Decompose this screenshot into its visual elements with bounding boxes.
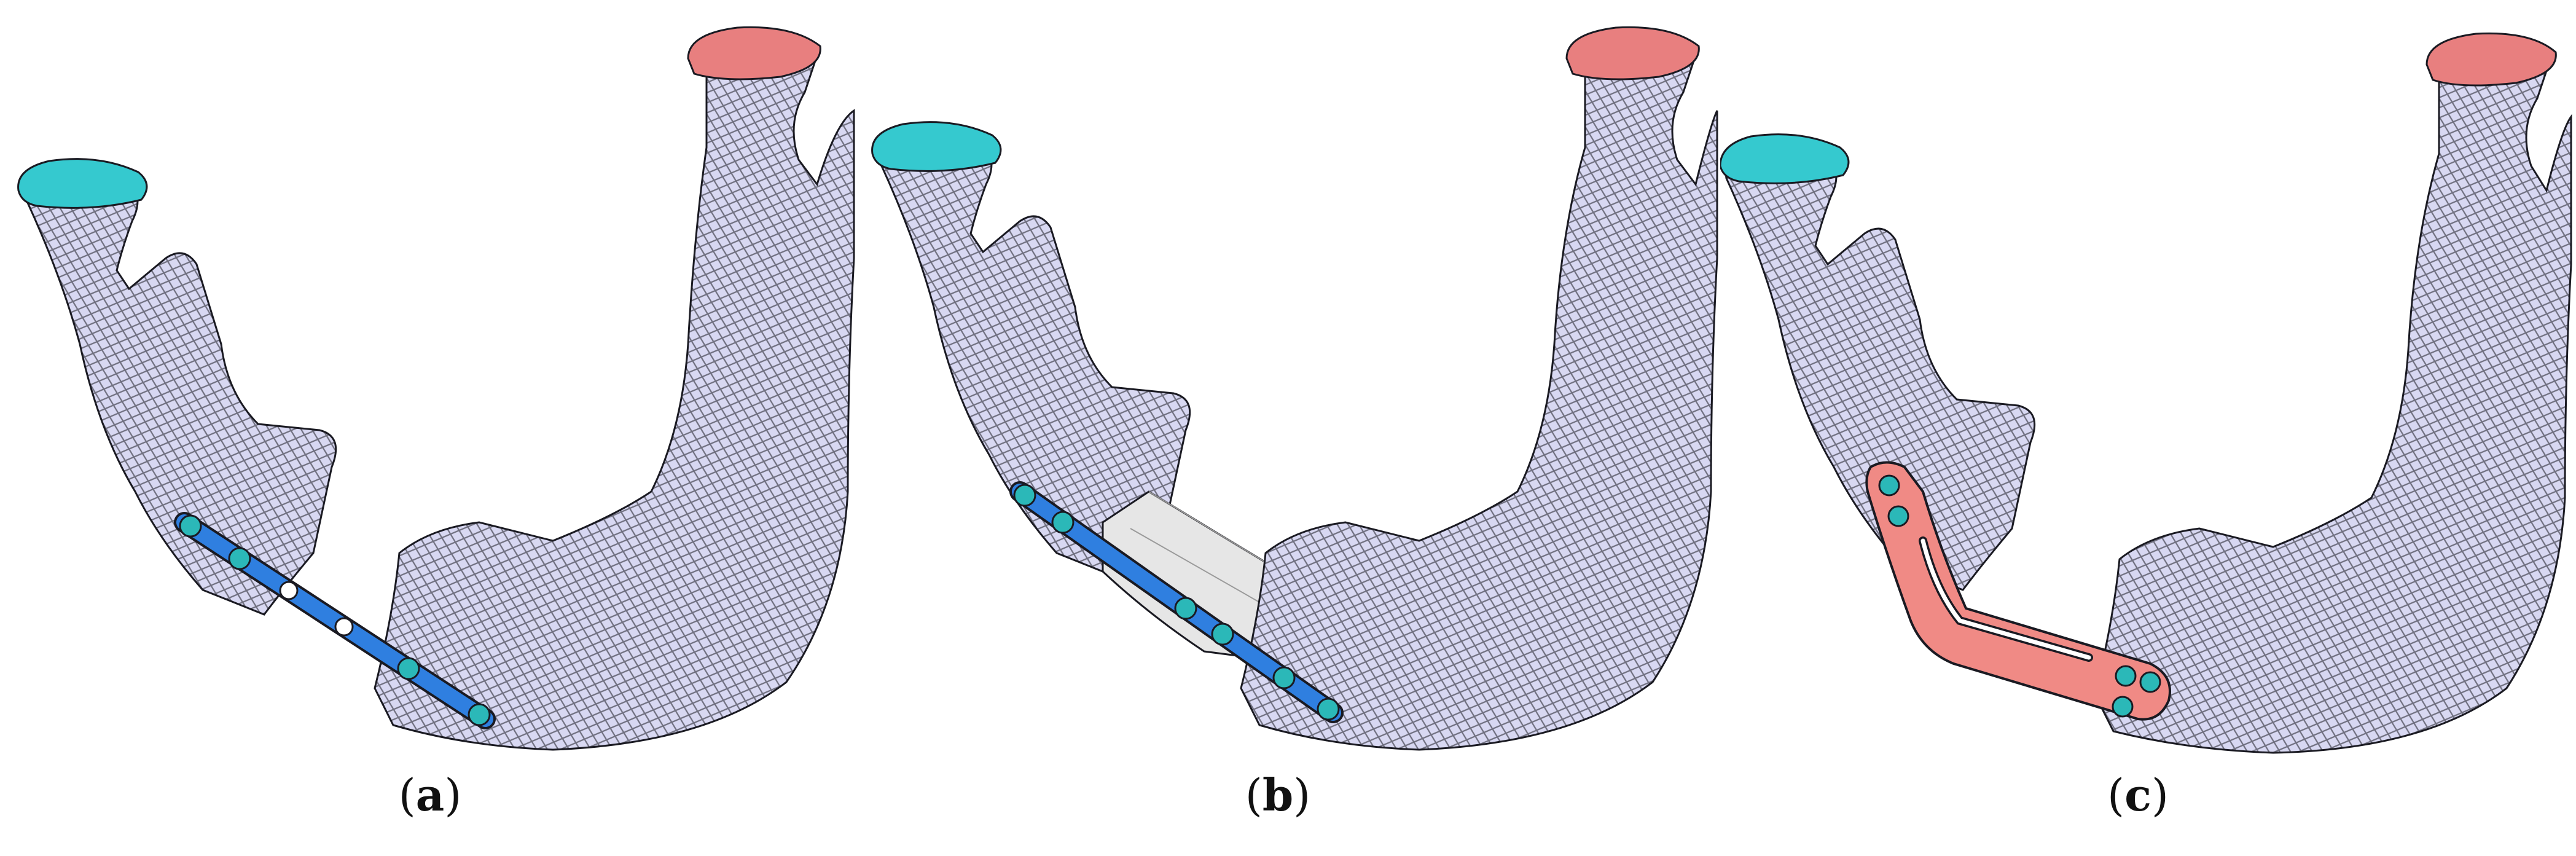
right-condyle xyxy=(687,26,821,80)
screw-icon xyxy=(468,703,491,726)
hole-icon xyxy=(334,617,354,637)
mandible-model-b xyxy=(871,26,1718,751)
miniplate xyxy=(174,512,496,729)
panel-a: (a) xyxy=(0,0,860,856)
screw-icon xyxy=(397,657,420,680)
right-condyle xyxy=(1565,26,1700,80)
mandible-model-a xyxy=(17,26,855,751)
left-condyle xyxy=(17,158,148,209)
caption-b: (b) xyxy=(1245,769,1311,821)
screw-icon xyxy=(1013,484,1036,507)
left-condyle xyxy=(871,121,1002,172)
screw-icon xyxy=(2139,671,2161,693)
left-condyle xyxy=(1720,133,1850,184)
screw-icon xyxy=(1317,697,1340,721)
screw-icon xyxy=(1272,666,1296,689)
mandible-model-c xyxy=(1720,32,2572,754)
screw-icon xyxy=(2112,696,2134,718)
screw-icon xyxy=(1878,474,1900,497)
screw-icon xyxy=(179,514,202,538)
panel-b: (b) xyxy=(860,0,1720,856)
caption-c: (c) xyxy=(2107,769,2169,821)
screw-icon xyxy=(2115,665,2137,687)
screw-icon xyxy=(228,547,251,570)
right-condyle xyxy=(2425,32,2557,87)
screw-icon xyxy=(1174,597,1197,620)
screw-icon xyxy=(1051,511,1075,534)
hole-icon xyxy=(279,581,299,600)
miniplate xyxy=(1009,481,1344,723)
caption-a: (a) xyxy=(398,769,462,821)
screw-icon xyxy=(1887,505,1909,527)
screw-icon xyxy=(1211,622,1234,646)
panel-c: (c) xyxy=(1720,0,2576,856)
custom-plate xyxy=(1865,461,2171,721)
